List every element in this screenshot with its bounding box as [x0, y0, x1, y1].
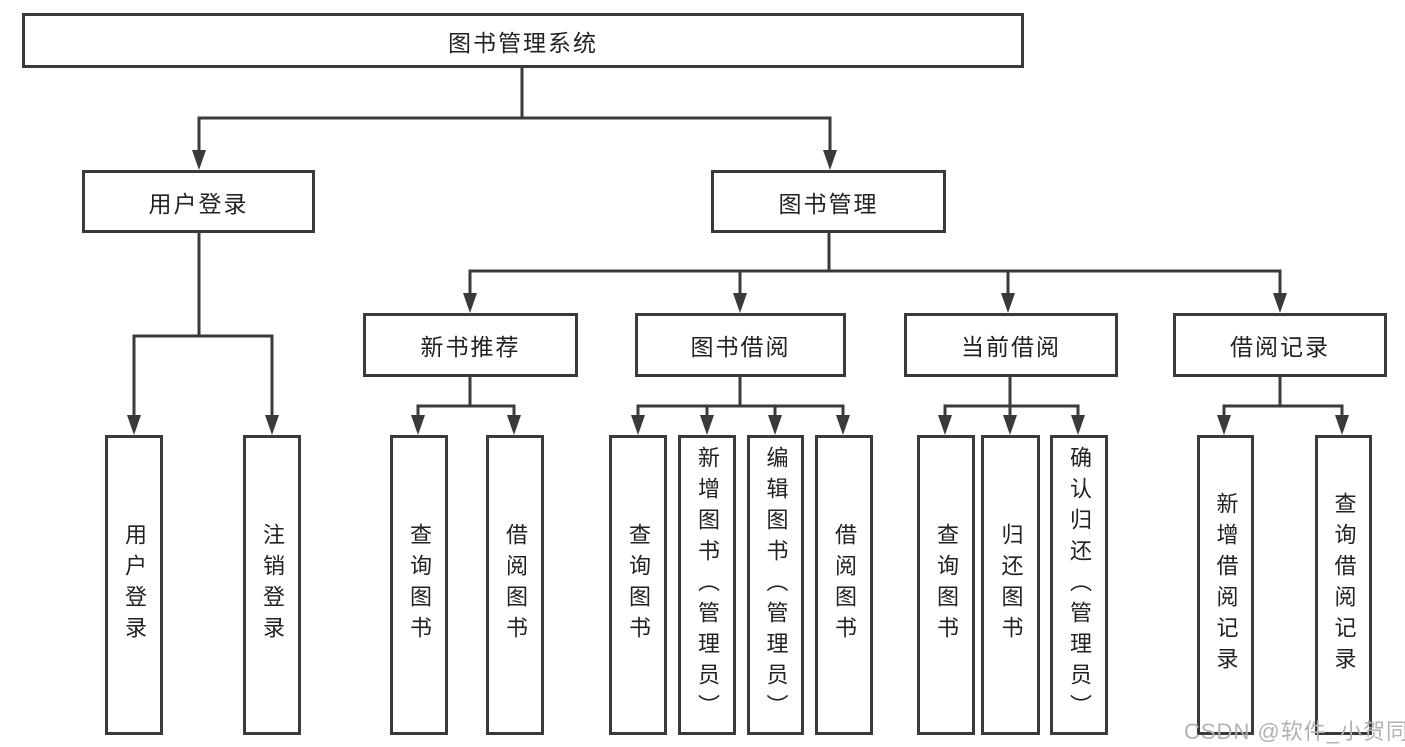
connector-current-to-leaves [938, 377, 1085, 435]
csdn-watermark: CSDN @软件_小贺同学 [1184, 719, 1405, 744]
connector-login-to-leaves [127, 233, 279, 435]
leaf-borrow-borrow-books: 借阅图书 [815, 435, 873, 735]
leaf-user-login: 用户登录 [105, 435, 163, 735]
leaf-logout: 注销登录 [243, 435, 301, 735]
leaf-current-confirm-return-admin: 确认归还（管理员） [1050, 435, 1108, 735]
node-book-management: 图书管理 [711, 170, 946, 233]
connector-records-to-leaves [1217, 377, 1349, 435]
node-user-login: 用户登录 [82, 170, 315, 233]
node-borrow-records: 借阅记录 [1173, 313, 1387, 377]
node-root-system: 图书管理系统 [22, 13, 1024, 68]
leaf-records-add-record: 新增借阅记录 [1197, 435, 1254, 735]
leaf-current-query-books: 查询图书 [917, 435, 975, 735]
leaf-borrow-query-books: 查询图书 [609, 435, 667, 735]
connector-borrow-to-leaves [631, 377, 850, 435]
leaf-current-return-books: 归还图书 [981, 435, 1040, 735]
connector-manage-to-level3 [463, 233, 1287, 313]
leaf-borrow-add-books-admin: 新增图书（管理员） [678, 435, 736, 735]
leaf-borrow-edit-books-admin: 编辑图书（管理员） [747, 435, 804, 735]
connector-newbook-to-leaves [411, 377, 521, 435]
connector-root-to-level2 [192, 68, 837, 170]
node-book-borrow: 图书借阅 [635, 313, 846, 377]
node-new-book-recommend: 新书推荐 [363, 313, 578, 377]
leaf-newbook-borrow-books: 借阅图书 [486, 435, 544, 735]
node-current-borrow: 当前借阅 [904, 313, 1118, 377]
leaf-newbook-query-books: 查询图书 [390, 435, 448, 735]
leaf-records-query-record: 查询借阅记录 [1315, 435, 1372, 735]
